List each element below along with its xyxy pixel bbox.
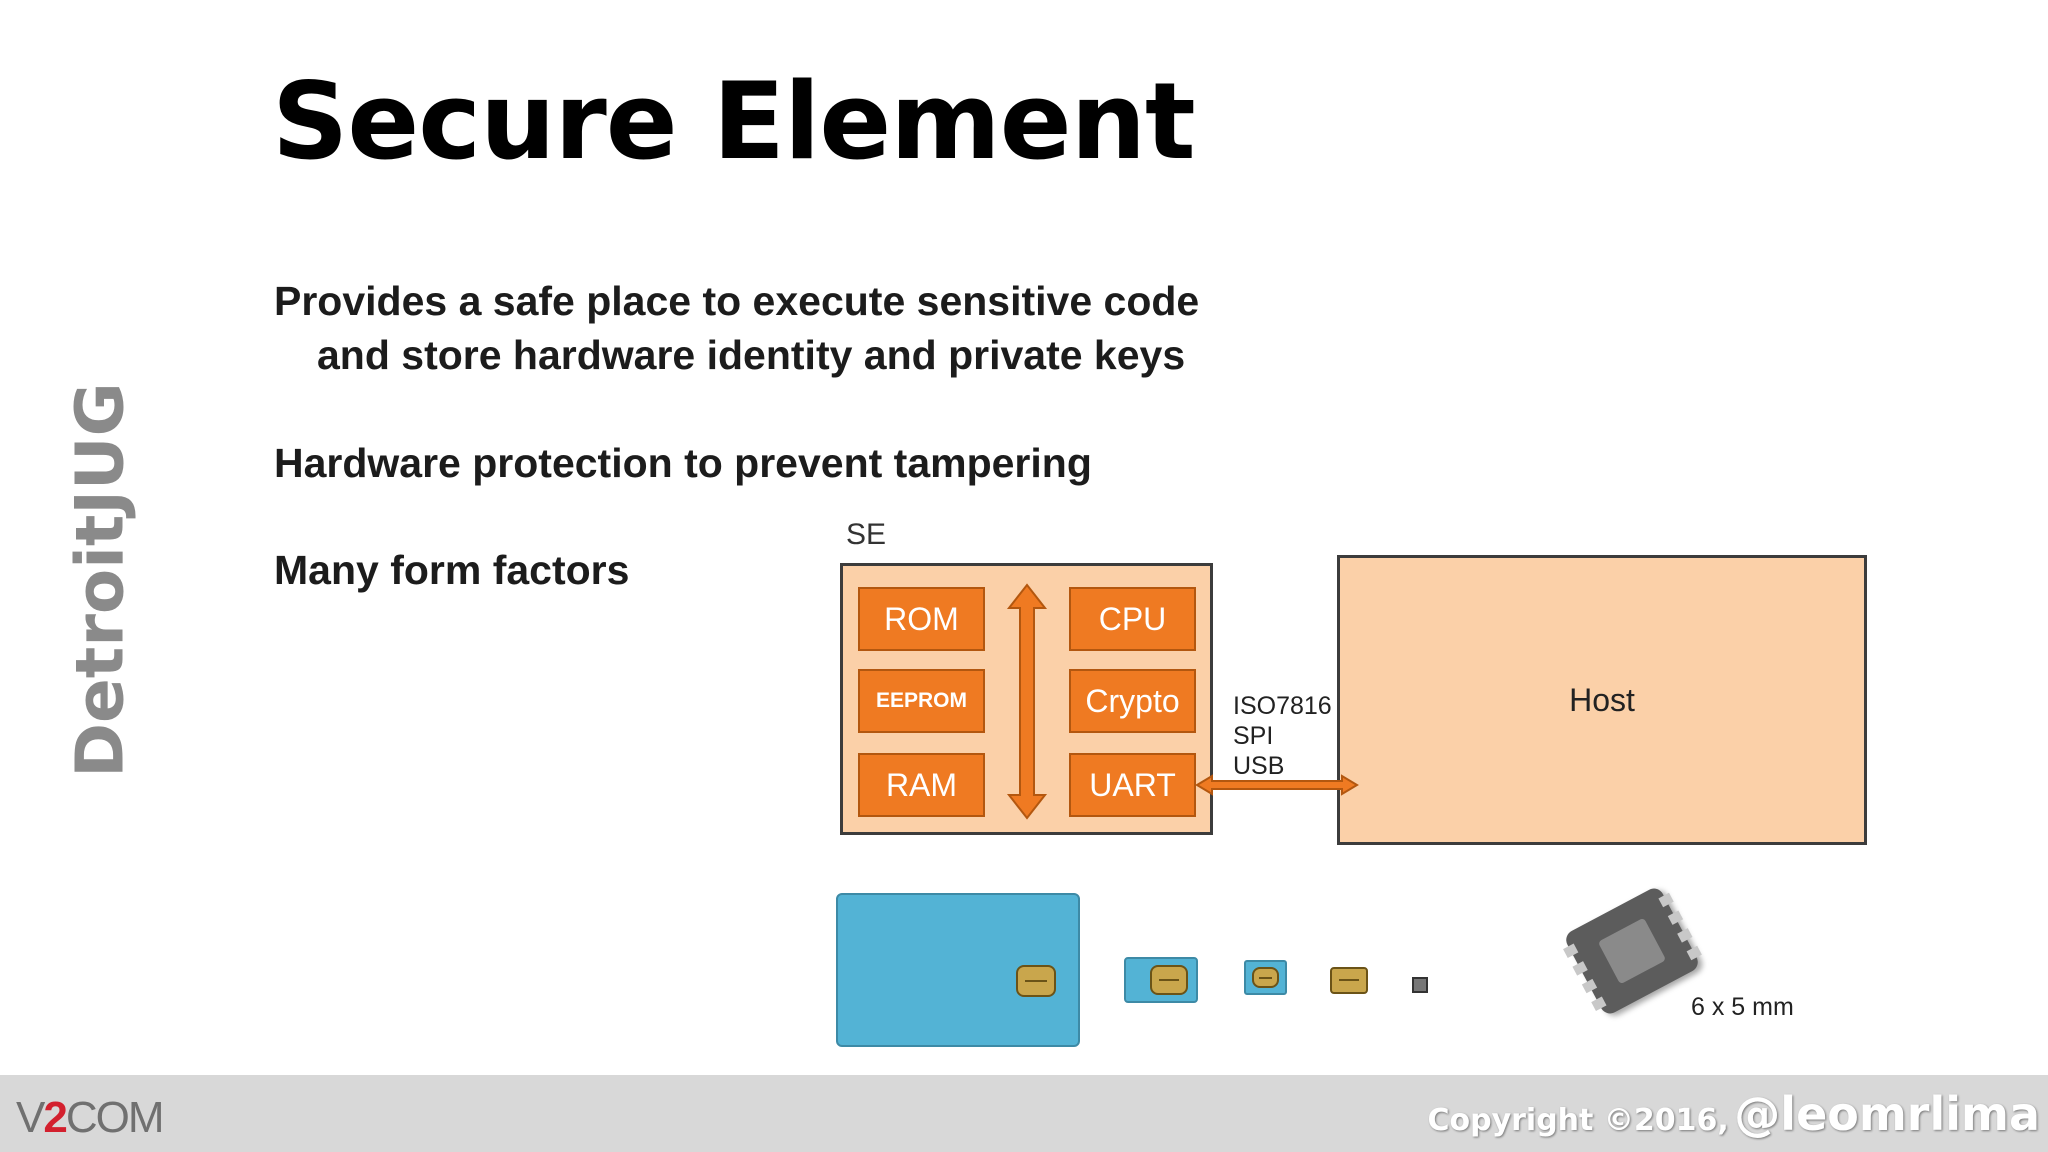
copyright-notice: Copyright ©2016, @leomrlima bbox=[1427, 1087, 2040, 1141]
sim-chip-icon bbox=[1150, 965, 1188, 995]
se-label: SE bbox=[846, 518, 887, 551]
mini-sim-card bbox=[1124, 957, 1198, 1003]
interface-spi: SPI bbox=[1233, 722, 1274, 750]
interface-arrow bbox=[1195, 774, 1359, 796]
slide-title: Secure Element bbox=[272, 60, 1196, 183]
interface-usb: USB bbox=[1233, 752, 1285, 780]
ram-block: RAM bbox=[858, 753, 985, 817]
rom-block: ROM bbox=[858, 587, 985, 651]
bullet-2: Hardware protection to prevent tampering bbox=[274, 440, 1092, 486]
cpu-block: CPU bbox=[1069, 587, 1196, 651]
dfn-chip-icon bbox=[1562, 885, 1702, 1017]
full-size-sim-card bbox=[836, 893, 1080, 1047]
copyright-text: Copyright ©2016, bbox=[1427, 1103, 1729, 1138]
bus-arrow bbox=[1006, 583, 1048, 820]
dfn-package-chip bbox=[1560, 885, 1710, 1017]
bullet-1-continuation: and store hardware identity and private … bbox=[317, 332, 1186, 378]
host-label: Host bbox=[1569, 681, 1635, 718]
crypto-block: Crypto bbox=[1069, 669, 1196, 733]
sim-chip-icon bbox=[1252, 967, 1279, 988]
mff-chip-icon bbox=[1412, 977, 1428, 993]
nano-sim-chip-icon bbox=[1330, 967, 1368, 994]
bullet-3: Many form factors bbox=[274, 547, 630, 593]
interface-iso7816: ISO7816 bbox=[1233, 692, 1332, 720]
v2com-logo: V2COM bbox=[16, 1093, 164, 1142]
uart-block: UART bbox=[1069, 753, 1196, 817]
bullet-1: Provides a safe place to execute sensiti… bbox=[274, 278, 1200, 324]
eeprom-block: EEPROM bbox=[858, 669, 985, 733]
author-handle: @leomrlima bbox=[1734, 1087, 2040, 1141]
chip-size-label: 6 x 5 mm bbox=[1691, 993, 1794, 1021]
micro-sim-card bbox=[1244, 960, 1287, 995]
se-box: ROM CPU EEPROM Crypto RAM UART bbox=[840, 563, 1213, 835]
footer-bar bbox=[0, 1075, 2048, 1152]
sim-chip-icon bbox=[1016, 965, 1056, 997]
host-box: Host bbox=[1337, 555, 1867, 845]
